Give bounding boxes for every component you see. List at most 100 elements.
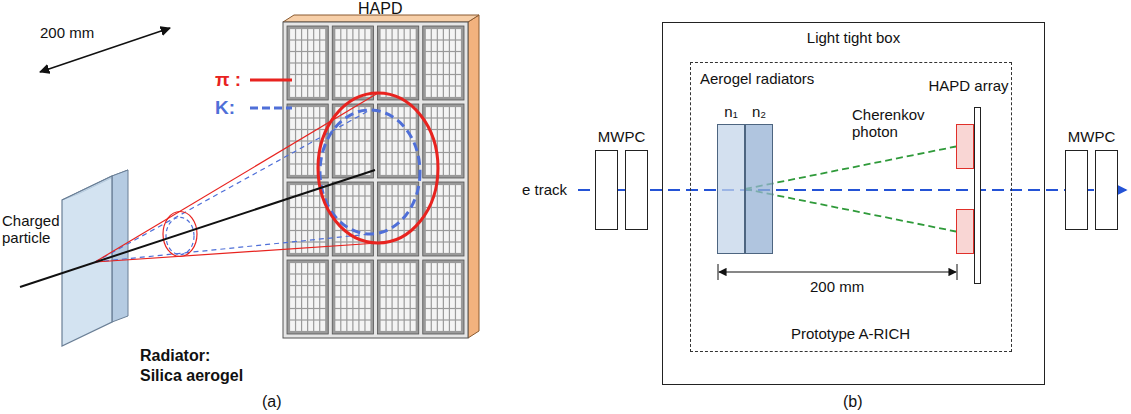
hapd-pixel — [399, 142, 404, 152]
photon-path — [745, 147, 956, 190]
hapd-pixel — [450, 243, 455, 253]
hapd-pixel — [393, 243, 398, 253]
hapd-pixel — [360, 153, 365, 163]
hapd-pixel — [387, 286, 392, 296]
hapd-pixel — [438, 286, 443, 296]
hapd-pixel — [405, 220, 410, 230]
hapd-pixel — [387, 197, 392, 207]
hapd-pixel — [432, 87, 437, 97]
pion-cone — [95, 93, 378, 262]
hapd-pixel — [335, 185, 340, 195]
hapd-pixel — [393, 41, 398, 51]
hapd-pixel — [393, 185, 398, 195]
hapd-pixel — [426, 52, 431, 62]
hapd-pixel — [399, 185, 404, 195]
radiator-side — [112, 170, 128, 322]
hapd-pixel — [399, 286, 404, 296]
hapd-pixel — [290, 275, 295, 285]
hapd-pixel — [308, 107, 313, 117]
hapd-pixel — [290, 64, 295, 74]
hapd-pixel — [296, 309, 301, 319]
hapd-pixel — [335, 197, 340, 207]
hapd-pixel — [320, 263, 325, 273]
hapd-pixel — [438, 52, 443, 62]
hapd-pixel — [399, 130, 404, 140]
hapd-pixel — [320, 75, 325, 85]
hapd-pixel — [320, 275, 325, 285]
hapd-pixel — [353, 263, 358, 273]
hapd-pixel — [353, 165, 358, 175]
hapd-pixel — [405, 309, 410, 319]
hapd-pixel — [314, 208, 319, 218]
hapd-pixel — [335, 29, 340, 39]
hapd-pixel — [360, 29, 365, 39]
hapd-pixel — [302, 29, 307, 39]
hapd-pixel — [432, 165, 437, 175]
hapd-pixel — [360, 52, 365, 62]
hapd-pixel — [353, 75, 358, 85]
hapd-pixel — [399, 321, 404, 331]
hapd-module — [378, 182, 419, 256]
hapd-pixel — [290, 263, 295, 273]
hapd-pixel — [341, 142, 346, 152]
hapd-pixel — [308, 153, 313, 163]
kaon-cone-section — [166, 217, 194, 254]
hapd-pixel — [308, 29, 313, 39]
hapd-pixel — [393, 275, 398, 285]
hapd-pixel — [426, 286, 431, 296]
hapd-pixel — [347, 142, 352, 152]
hapd-pixel — [366, 64, 371, 74]
prototype-box: Prototype A-RICHn₁n₂HAPD array — [690, 62, 1012, 352]
hapd-pixel — [360, 208, 365, 218]
hapd-pixel — [308, 41, 313, 51]
mwpc-detector: MWPC — [595, 150, 648, 230]
aerogel-radiator: n₂ — [745, 124, 773, 254]
hapd-pixel — [444, 231, 449, 241]
hapd-pixel — [366, 298, 371, 308]
hapd-pixel — [308, 197, 313, 207]
hapd-pixel — [360, 321, 365, 331]
hapd-pixel — [366, 309, 371, 319]
hapd-pixel — [353, 87, 358, 97]
hapd-pixel — [399, 87, 404, 97]
mwpc-detector: MWPC — [1065, 150, 1118, 230]
hapd-pixel — [393, 119, 398, 129]
hapd-pixel — [381, 220, 386, 230]
hapd-pixel — [438, 75, 443, 85]
hapd-pixel — [366, 275, 371, 285]
hapd-pixel — [360, 286, 365, 296]
hapd-pixel — [426, 64, 431, 74]
node-label: n₂ — [752, 103, 766, 120]
hapd-pixel — [450, 41, 455, 51]
hapd-pixel — [444, 208, 449, 218]
hapd-pixel — [426, 231, 431, 241]
hapd-pixel — [302, 208, 307, 218]
hapd-pixel — [302, 220, 307, 230]
hapd-pixel — [432, 275, 437, 285]
hapd-pixel — [381, 75, 386, 85]
hapd-pixel — [456, 197, 461, 207]
hapd-pixel — [320, 41, 325, 51]
hapd-pixel — [366, 142, 371, 152]
hapd-pixel — [381, 165, 386, 175]
hapd-pixel — [438, 263, 443, 273]
hapd-pixel — [381, 298, 386, 308]
hapd-pixel — [296, 142, 301, 152]
hapd-pixel — [444, 309, 449, 319]
hapd-pixel — [308, 275, 313, 285]
hapd-pixel — [296, 87, 301, 97]
hapd-pixel — [320, 243, 325, 253]
hapd-pixel — [456, 64, 461, 74]
hapd-pixel — [450, 208, 455, 218]
hapd-pixel — [314, 286, 319, 296]
hapd-pixel — [296, 231, 301, 241]
hapd-pixel — [347, 220, 352, 230]
hapd-pixel — [353, 64, 358, 74]
hapd-pixel — [444, 52, 449, 62]
hapd-pixel — [456, 231, 461, 241]
hapd-pixel — [347, 153, 352, 163]
hapd-pixel — [302, 263, 307, 273]
hapd-pixel — [296, 29, 301, 39]
mwpc-plane — [1095, 150, 1118, 230]
hapd-pixel — [444, 321, 449, 331]
